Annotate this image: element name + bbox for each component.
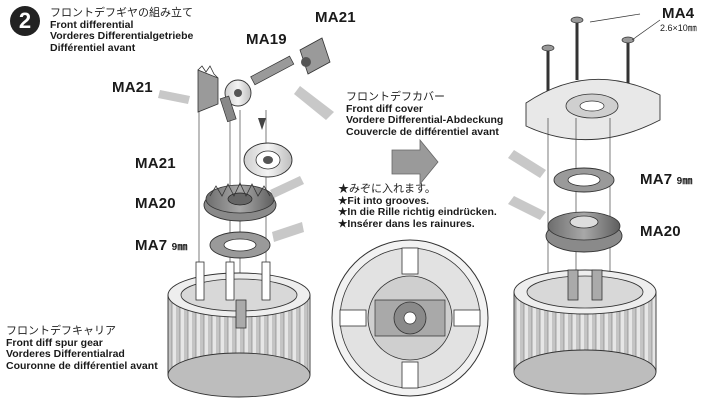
part-label-ma21-top: MA21 [315, 9, 356, 26]
ma4-screws [541, 13, 661, 106]
carrier-label: フロントデフキャリア Front diff spur gear Vorderes… [6, 325, 158, 372]
groove-note: ★みぞに入れます。 ★Fit into grooves. ★In die Ril… [338, 183, 497, 230]
cover-label-fr: Couvercle de différentiel avant [346, 125, 499, 138]
part-label-ma20-left: MA20 [135, 195, 176, 212]
spider-gear-assembly [158, 37, 334, 285]
ma7-washer-right [508, 150, 615, 193]
ma7-washer [209, 222, 304, 259]
ma21-bevel-gear [243, 142, 293, 178]
note-fr: ★Insérer dans les rainures. [338, 217, 475, 230]
part-label-ma21-mid: MA21 [135, 155, 176, 172]
direction-arrow [391, 138, 439, 186]
cover-label: フロントデフカバー Front diff cover Vordere Diffe… [346, 91, 504, 138]
step-number-badge: 2 [10, 6, 40, 36]
cover-label-en: Front diff cover [346, 102, 424, 115]
carrier-label-de: Vorderes Differentialrad [6, 348, 125, 360]
carrier-label-en: Front diff spur gear [6, 336, 103, 349]
step-title: フロントデフギヤの組み立て Front differential Vordere… [50, 7, 194, 54]
ma20-bevel-gear [203, 176, 304, 222]
detail-view-circle [331, 239, 489, 397]
note-de: ★In die Rille richtig eindrücken. [338, 206, 497, 218]
ma7-left-size: 9㎜ [171, 242, 188, 253]
part-label-ma21-left: MA21 [112, 79, 153, 96]
title-en: Front differential [50, 18, 134, 31]
title-jp: フロントデフギヤの組み立て [50, 7, 193, 19]
carrier-label-fr: Couronne de différentiel avant [6, 359, 158, 372]
ma7-right-size: 9㎜ [676, 176, 693, 187]
diff-carrier-spur-gear-right [513, 269, 657, 395]
part-label-ma7-left: MA7 9㎜ [135, 238, 188, 253]
note-en: ★Fit into grooves. [338, 194, 430, 207]
ma7-right-code: MA7 [640, 171, 673, 188]
part-label-ma19: MA19 [246, 31, 287, 48]
carrier-label-jp: フロントデフキャリア [6, 325, 116, 337]
diff-carrier-spur-gear-left [167, 261, 311, 398]
part-label-ma4: MA4 [662, 5, 695, 22]
note-jp: ★みぞに入れます。 [338, 183, 436, 195]
part-size-ma4: 2.6×10㎜ [660, 23, 697, 33]
cover-label-de: Vordere Differential-Abdeckung [346, 114, 504, 126]
title-de: Vorderes Differentialgetriebe [50, 30, 194, 42]
title-fr: Différentiel avant [50, 41, 136, 54]
front-diff-cover [525, 78, 661, 300]
ma20-bevel-gear-right [508, 196, 623, 253]
cover-label-jp: フロントデフカバー [346, 91, 445, 103]
part-label-ma20-right: MA20 [640, 223, 681, 240]
part-label-ma7-right: MA7 9㎜ [640, 172, 693, 187]
ma7-left-code: MA7 [135, 237, 168, 254]
